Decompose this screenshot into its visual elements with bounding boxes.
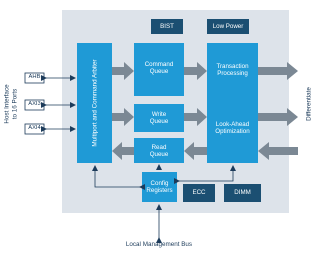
port-label-ahb: AHB xyxy=(28,74,41,81)
arrow-lookahead-to-read xyxy=(184,142,207,160)
write-queue-label: Write Queue xyxy=(149,110,169,126)
bist-block xyxy=(151,19,183,34)
arbiter-block xyxy=(77,43,112,163)
transaction-lookahead-block xyxy=(207,43,258,163)
look-ahead-label: Look-Ahead Optimization xyxy=(215,120,250,136)
port-label-axi4: AXI4 xyxy=(28,125,41,132)
port-connectors xyxy=(41,75,76,132)
dimm-label: DIMM xyxy=(234,189,251,197)
read-queue-label: Read Queue xyxy=(149,143,169,159)
arrow-out-2 xyxy=(258,108,298,126)
command-queue-block xyxy=(134,43,184,96)
arrow-arbiter-to-write xyxy=(112,108,134,126)
config-registers-label: Config Registers xyxy=(146,179,173,195)
ecc-label: ECC xyxy=(192,189,206,197)
bist-label: BIST xyxy=(160,22,174,30)
low-power-block xyxy=(207,19,249,34)
read-queue-block xyxy=(134,138,184,163)
data-flow-arrows xyxy=(112,62,298,160)
management-bus-label: Local Management Bus xyxy=(125,241,193,248)
arrow-out-1 xyxy=(258,62,298,80)
port-label-axi3: AXI3 xyxy=(28,101,41,108)
ecc-block xyxy=(183,184,215,202)
config-registers-block xyxy=(142,172,177,202)
differentiate-label: Differentiate xyxy=(305,87,313,121)
write-queue-block xyxy=(134,104,184,132)
host-interface-label: Host Interface to 16 Ports xyxy=(3,84,19,124)
transaction-processing-label: Transaction Processing xyxy=(216,62,249,78)
arbiter-label: Multiport and Command Arbiter xyxy=(90,59,98,147)
arrow-write-to-lookahead xyxy=(184,108,207,126)
arrow-arbiter-to-command xyxy=(112,62,134,80)
command-queue-label: Command Queue xyxy=(144,60,174,76)
arrow-in-right xyxy=(258,142,298,160)
arrow-command-to-transaction xyxy=(184,62,207,80)
low-power-label: Low Power xyxy=(212,22,244,30)
dimm-block xyxy=(224,184,261,202)
config-connectors xyxy=(92,164,236,243)
arrow-read-to-arbiter xyxy=(112,142,134,160)
